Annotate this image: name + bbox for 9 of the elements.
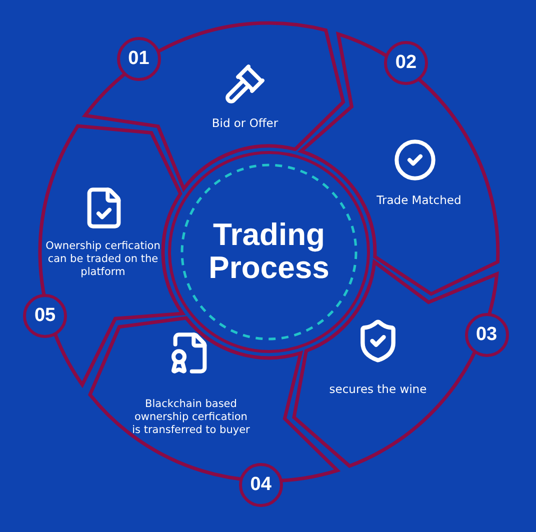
title-text: Trading Process [208, 219, 330, 285]
step-number: 02 [384, 41, 428, 86]
step-label: Ownership cerfication can be traded on the platform [44, 240, 162, 280]
step-number: 01 [116, 36, 161, 81]
step-number: 05 [23, 294, 68, 338]
step-label: Blackchain based ownership cerfication is transferred to buyer [131, 398, 251, 438]
step-label: Trade Matched [376, 192, 462, 208]
step-label: Bid or Offer [210, 116, 280, 130]
step-label: secures the wine [328, 382, 428, 396]
